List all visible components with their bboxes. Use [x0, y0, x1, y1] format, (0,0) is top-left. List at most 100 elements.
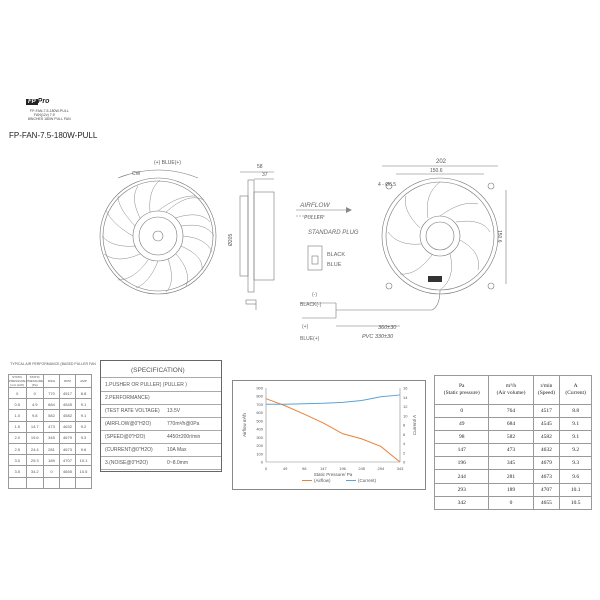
table-cell: 764 — [488, 403, 534, 419]
y-left-tick-label: 900 — [256, 386, 263, 391]
table-cell: 0 — [25, 386, 44, 400]
label-line-2: FAN(12v) 7.5' — [34, 113, 56, 117]
table-cell: 4517 — [532, 403, 561, 419]
table-cell: 4545 — [532, 417, 561, 432]
table-cell: 29.3 — [25, 454, 44, 467]
table-cell: 582 — [43, 409, 60, 422]
spec-label: (SPEED@0″H2O) — [105, 434, 146, 440]
perf-small-title: TYPICAL AIR PERFORMANCE (BASED PULLER FA… — [10, 362, 96, 366]
table-cell: 0 — [488, 495, 534, 510]
spec-label: (TEST RATE VOLTAGE) — [105, 408, 160, 414]
chart-frame — [232, 380, 426, 490]
spec-label: (CURRENT@0″H2O) — [105, 447, 153, 453]
spec-value: 0~8.0mm — [167, 460, 188, 466]
spec-value: 10A Max — [167, 447, 187, 453]
table-cell: 19.6 — [25, 431, 44, 444]
table-cell: 9.1 — [75, 409, 92, 422]
table-cell: 244 — [433, 469, 490, 484]
spec-label: 1.PUSHER OR PULLER) (PULLER ) — [105, 382, 187, 388]
x-tick-label: 147 — [320, 466, 327, 471]
table-cell: 9.6 — [559, 469, 592, 484]
table-cell: 10.1 — [75, 454, 92, 467]
perf-small-header: STATIC PRESSURE (mm H2O) — [8, 374, 27, 388]
table-cell: 2.5 — [8, 442, 27, 456]
y-right-tick-label: 6 — [403, 432, 406, 437]
puller-label: PULLER — [304, 215, 324, 221]
spec-value: 13.5V — [167, 408, 181, 414]
y-left-tick-label: 100 — [256, 451, 263, 456]
table-cell: 4517 — [59, 386, 76, 400]
table-cell — [43, 476, 60, 489]
perf-small-header: STATIC PRESSURE (Pa) — [25, 374, 44, 388]
table-cell: 9.6 — [75, 442, 92, 456]
standard-plug-label: STANDARD PLUG — [308, 230, 359, 236]
spec-label: 2.PERFORMANCE) — [105, 395, 150, 401]
plug-blue-label: BLUE — [327, 262, 342, 268]
table-cell: 4679 — [59, 431, 76, 444]
table-cell: 3.5 — [8, 465, 27, 478]
y-right-axis-label: Current/ A — [412, 415, 417, 435]
y-right-tick-label: 16 — [403, 386, 408, 391]
table-cell: 473 — [43, 420, 60, 433]
y-left-tick-label: 400 — [256, 427, 263, 432]
table-cell: 9.2 — [559, 443, 592, 458]
dim-58: 58 — [257, 164, 263, 170]
table-cell: 4707 — [532, 482, 561, 497]
table-cell: 281 — [43, 442, 60, 456]
table-cell: 345 — [488, 456, 534, 471]
table-cell: 4582 — [59, 409, 76, 422]
brand-suffix: Pro — [37, 98, 50, 105]
spec-label: (AIRFLOW@0″H2O) — [105, 421, 152, 427]
table-cell: 9.8 — [25, 409, 44, 422]
table-cell: 189 — [43, 454, 60, 467]
legend-label: (Airflow) — [314, 478, 331, 483]
x-tick-label: 196 — [339, 466, 346, 471]
perf-main-header-pa: Pa(Static pressure) — [433, 375, 490, 405]
length-360: 360±30 — [378, 325, 397, 331]
table-cell — [75, 476, 92, 489]
y-right-tick-label: 10 — [403, 413, 408, 418]
y-right-tick-label: 8 — [403, 423, 406, 428]
table-cell: 34.2 — [25, 465, 44, 478]
legend-label: (Current) — [358, 478, 377, 483]
table-cell: 10.5 — [75, 465, 92, 478]
spec-label: 3.(NOISE@0″H2O) — [105, 460, 148, 466]
table-cell: 147 — [433, 443, 490, 458]
perf-small-header: AMP — [75, 374, 92, 388]
table-cell: 770 — [43, 386, 60, 400]
table-cell: 9.1 — [559, 417, 592, 432]
table-cell: 4673 — [532, 469, 561, 484]
table-cell: 9.1 — [559, 430, 592, 445]
y-left-tick-label: 500 — [256, 418, 263, 423]
table-cell: 4679 — [532, 456, 561, 471]
table-cell: 4582 — [532, 430, 561, 445]
y-left-tick-label: 700 — [256, 402, 263, 407]
cw-label: CW — [132, 171, 141, 177]
spec-value: 770m³/h@0Pa — [167, 421, 200, 427]
table-cell: 4673 — [59, 442, 76, 456]
dim-d-right: 150.6 — [496, 230, 502, 243]
table-cell: 293 — [433, 482, 490, 497]
table-cell: 1.5 — [8, 420, 27, 433]
table-cell: 98 — [433, 430, 490, 445]
table-cell: 0.5 — [8, 398, 27, 411]
y-left-tick-label: 800 — [256, 394, 263, 399]
wire-minus: (-) — [312, 292, 317, 298]
dim-holes: 4 - Ø6.5 — [378, 182, 396, 188]
table-cell: 0 — [8, 386, 27, 400]
rotation-label: (+) BLUE(+) — [154, 160, 181, 166]
x-axis-label: Static Pressure/ Pa — [314, 472, 353, 477]
x-tick-label: 245 — [358, 466, 365, 471]
table-cell: 196 — [433, 456, 490, 471]
dim-150-6: 150.6 — [430, 168, 443, 174]
plug-outline — [307, 245, 323, 271]
